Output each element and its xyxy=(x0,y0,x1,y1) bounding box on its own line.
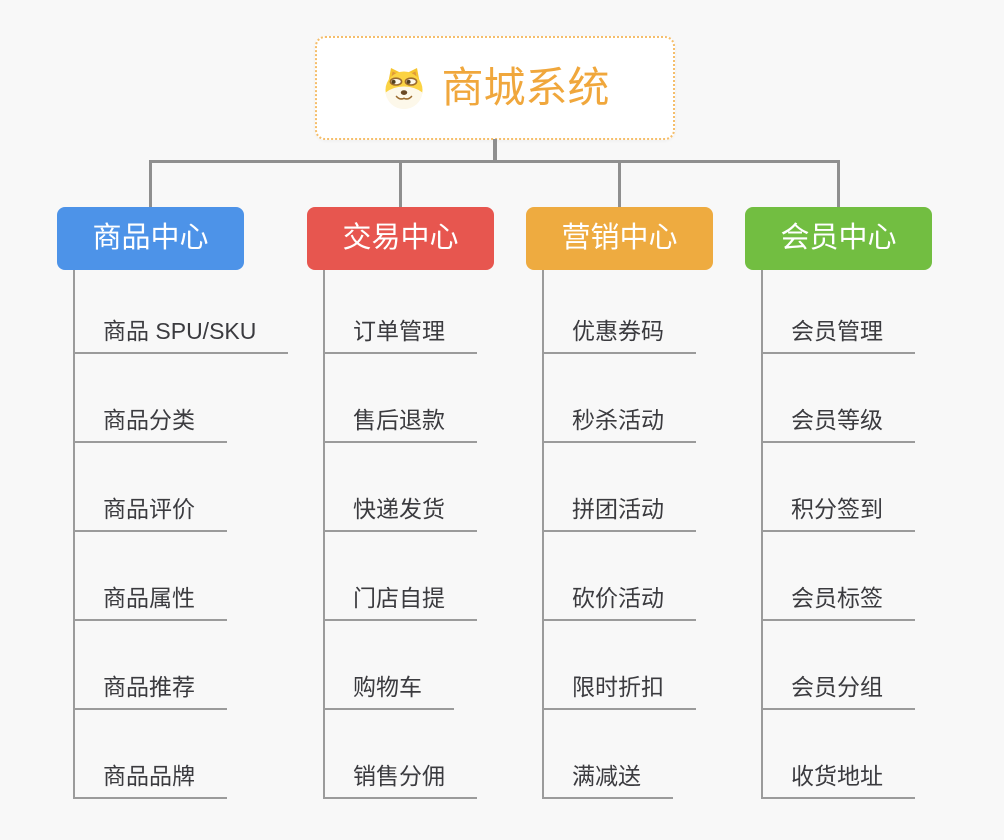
child-topic-row: 会员管理 xyxy=(763,270,915,354)
branch-product-center: 商品中心 商品 SPU/SKU 商品分类 商品评价 商品属性 商品推荐 商品品牌 xyxy=(57,207,289,799)
child-topic-row: 商品推荐 xyxy=(75,621,288,710)
branch-member-center: 会员中心 会员管理 会员等级 积分签到 会员标签 会员分组 收货地址 xyxy=(745,207,932,799)
connector-drop-marketing xyxy=(618,160,621,208)
branch-topic-marketing[interactable]: 营销中心 xyxy=(526,207,713,270)
child-topic-row: 门店自提 xyxy=(325,532,477,621)
connector-drop-trade xyxy=(399,160,402,208)
child-topic[interactable]: 优惠券码 xyxy=(544,318,696,354)
child-topic-row: 会员分组 xyxy=(763,621,915,710)
child-topic-row: 商品品牌 xyxy=(75,710,288,799)
branch-topic-member[interactable]: 会员中心 xyxy=(745,207,932,270)
child-topic-row: 销售分佣 xyxy=(325,710,477,799)
child-topic-row: 商品 SPU/SKU xyxy=(75,270,289,354)
child-topic-row: 会员等级 xyxy=(763,354,915,443)
child-topic-row: 快递发货 xyxy=(325,443,477,532)
child-topic[interactable]: 购物车 xyxy=(325,674,454,710)
branch-children-product: 商品 SPU/SKU 商品分类 商品评价 商品属性 商品推荐 商品品牌 xyxy=(73,270,289,799)
connector-horizontal-rail xyxy=(149,160,840,163)
child-topic[interactable]: 砍价活动 xyxy=(544,585,696,621)
child-topic[interactable]: 商品推荐 xyxy=(75,674,227,710)
root-title: 商城系统 xyxy=(441,64,610,111)
child-topic-row: 限时折扣 xyxy=(544,621,696,710)
child-topic-row: 商品分类 xyxy=(75,354,288,443)
branch-children-member: 会员管理 会员等级 积分签到 会员标签 会员分组 收货地址 xyxy=(761,270,915,799)
child-topic[interactable]: 商品分类 xyxy=(75,407,227,443)
child-topic[interactable]: 商品属性 xyxy=(75,585,227,621)
child-topic-row: 优惠券码 xyxy=(544,270,696,354)
branch-children-marketing: 优惠券码 秒杀活动 拼团活动 砍价活动 限时折扣 满减送 xyxy=(542,270,696,799)
root-topic[interactable]: 商城系统 xyxy=(315,36,675,140)
branch-children-trade: 订单管理 售后退款 快递发货 门店自提 购物车 销售分佣 xyxy=(323,270,477,799)
child-topic-row: 购物车 xyxy=(325,621,477,710)
child-topic-row: 订单管理 xyxy=(325,270,477,354)
child-topic[interactable]: 秒杀活动 xyxy=(544,407,696,443)
child-topic[interactable]: 限时折扣 xyxy=(544,674,696,710)
child-topic-row: 商品属性 xyxy=(75,532,288,621)
child-topic[interactable]: 拼团活动 xyxy=(544,496,696,532)
child-topic[interactable]: 销售分佣 xyxy=(325,763,477,799)
child-topic[interactable]: 收货地址 xyxy=(763,763,915,799)
child-topic-row: 秒杀活动 xyxy=(544,354,696,443)
connector-drop-product xyxy=(149,160,152,208)
branch-topic-product[interactable]: 商品中心 xyxy=(57,207,244,270)
child-topic-row: 满减送 xyxy=(544,710,696,799)
child-topic[interactable]: 会员分组 xyxy=(763,674,915,710)
branch-topic-trade[interactable]: 交易中心 xyxy=(307,207,494,270)
child-topic-row: 拼团活动 xyxy=(544,443,696,532)
child-topic[interactable]: 商品品牌 xyxy=(75,763,227,799)
child-topic[interactable]: 积分签到 xyxy=(763,496,915,532)
dog-icon xyxy=(385,68,423,110)
child-topic[interactable]: 门店自提 xyxy=(325,585,477,621)
child-topic-row: 砍价活动 xyxy=(544,532,696,621)
child-topic-row: 会员标签 xyxy=(763,532,915,621)
connector-drop-member xyxy=(837,160,840,208)
child-topic[interactable]: 商品评价 xyxy=(75,496,227,532)
branch-trade-center: 交易中心 订单管理 售后退款 快递发货 门店自提 购物车 销售分佣 xyxy=(307,207,494,799)
branch-marketing-center: 营销中心 优惠券码 秒杀活动 拼团活动 砍价活动 限时折扣 满减送 xyxy=(526,207,713,799)
connector-root-stem xyxy=(493,139,497,161)
child-topic-row: 积分签到 xyxy=(763,443,915,532)
child-topic[interactable]: 满减送 xyxy=(544,763,673,799)
child-topic[interactable]: 订单管理 xyxy=(325,318,477,354)
child-topic-row: 售后退款 xyxy=(325,354,477,443)
child-topic[interactable]: 商品 SPU/SKU xyxy=(75,318,289,354)
child-topic[interactable]: 会员管理 xyxy=(763,318,915,354)
child-topic[interactable]: 售后退款 xyxy=(325,407,477,443)
child-topic-row: 收货地址 xyxy=(763,710,915,799)
child-topic[interactable]: 会员等级 xyxy=(763,407,915,443)
child-topic[interactable]: 快递发货 xyxy=(325,496,477,532)
child-topic[interactable]: 会员标签 xyxy=(763,585,915,621)
child-topic-row: 商品评价 xyxy=(75,443,288,532)
